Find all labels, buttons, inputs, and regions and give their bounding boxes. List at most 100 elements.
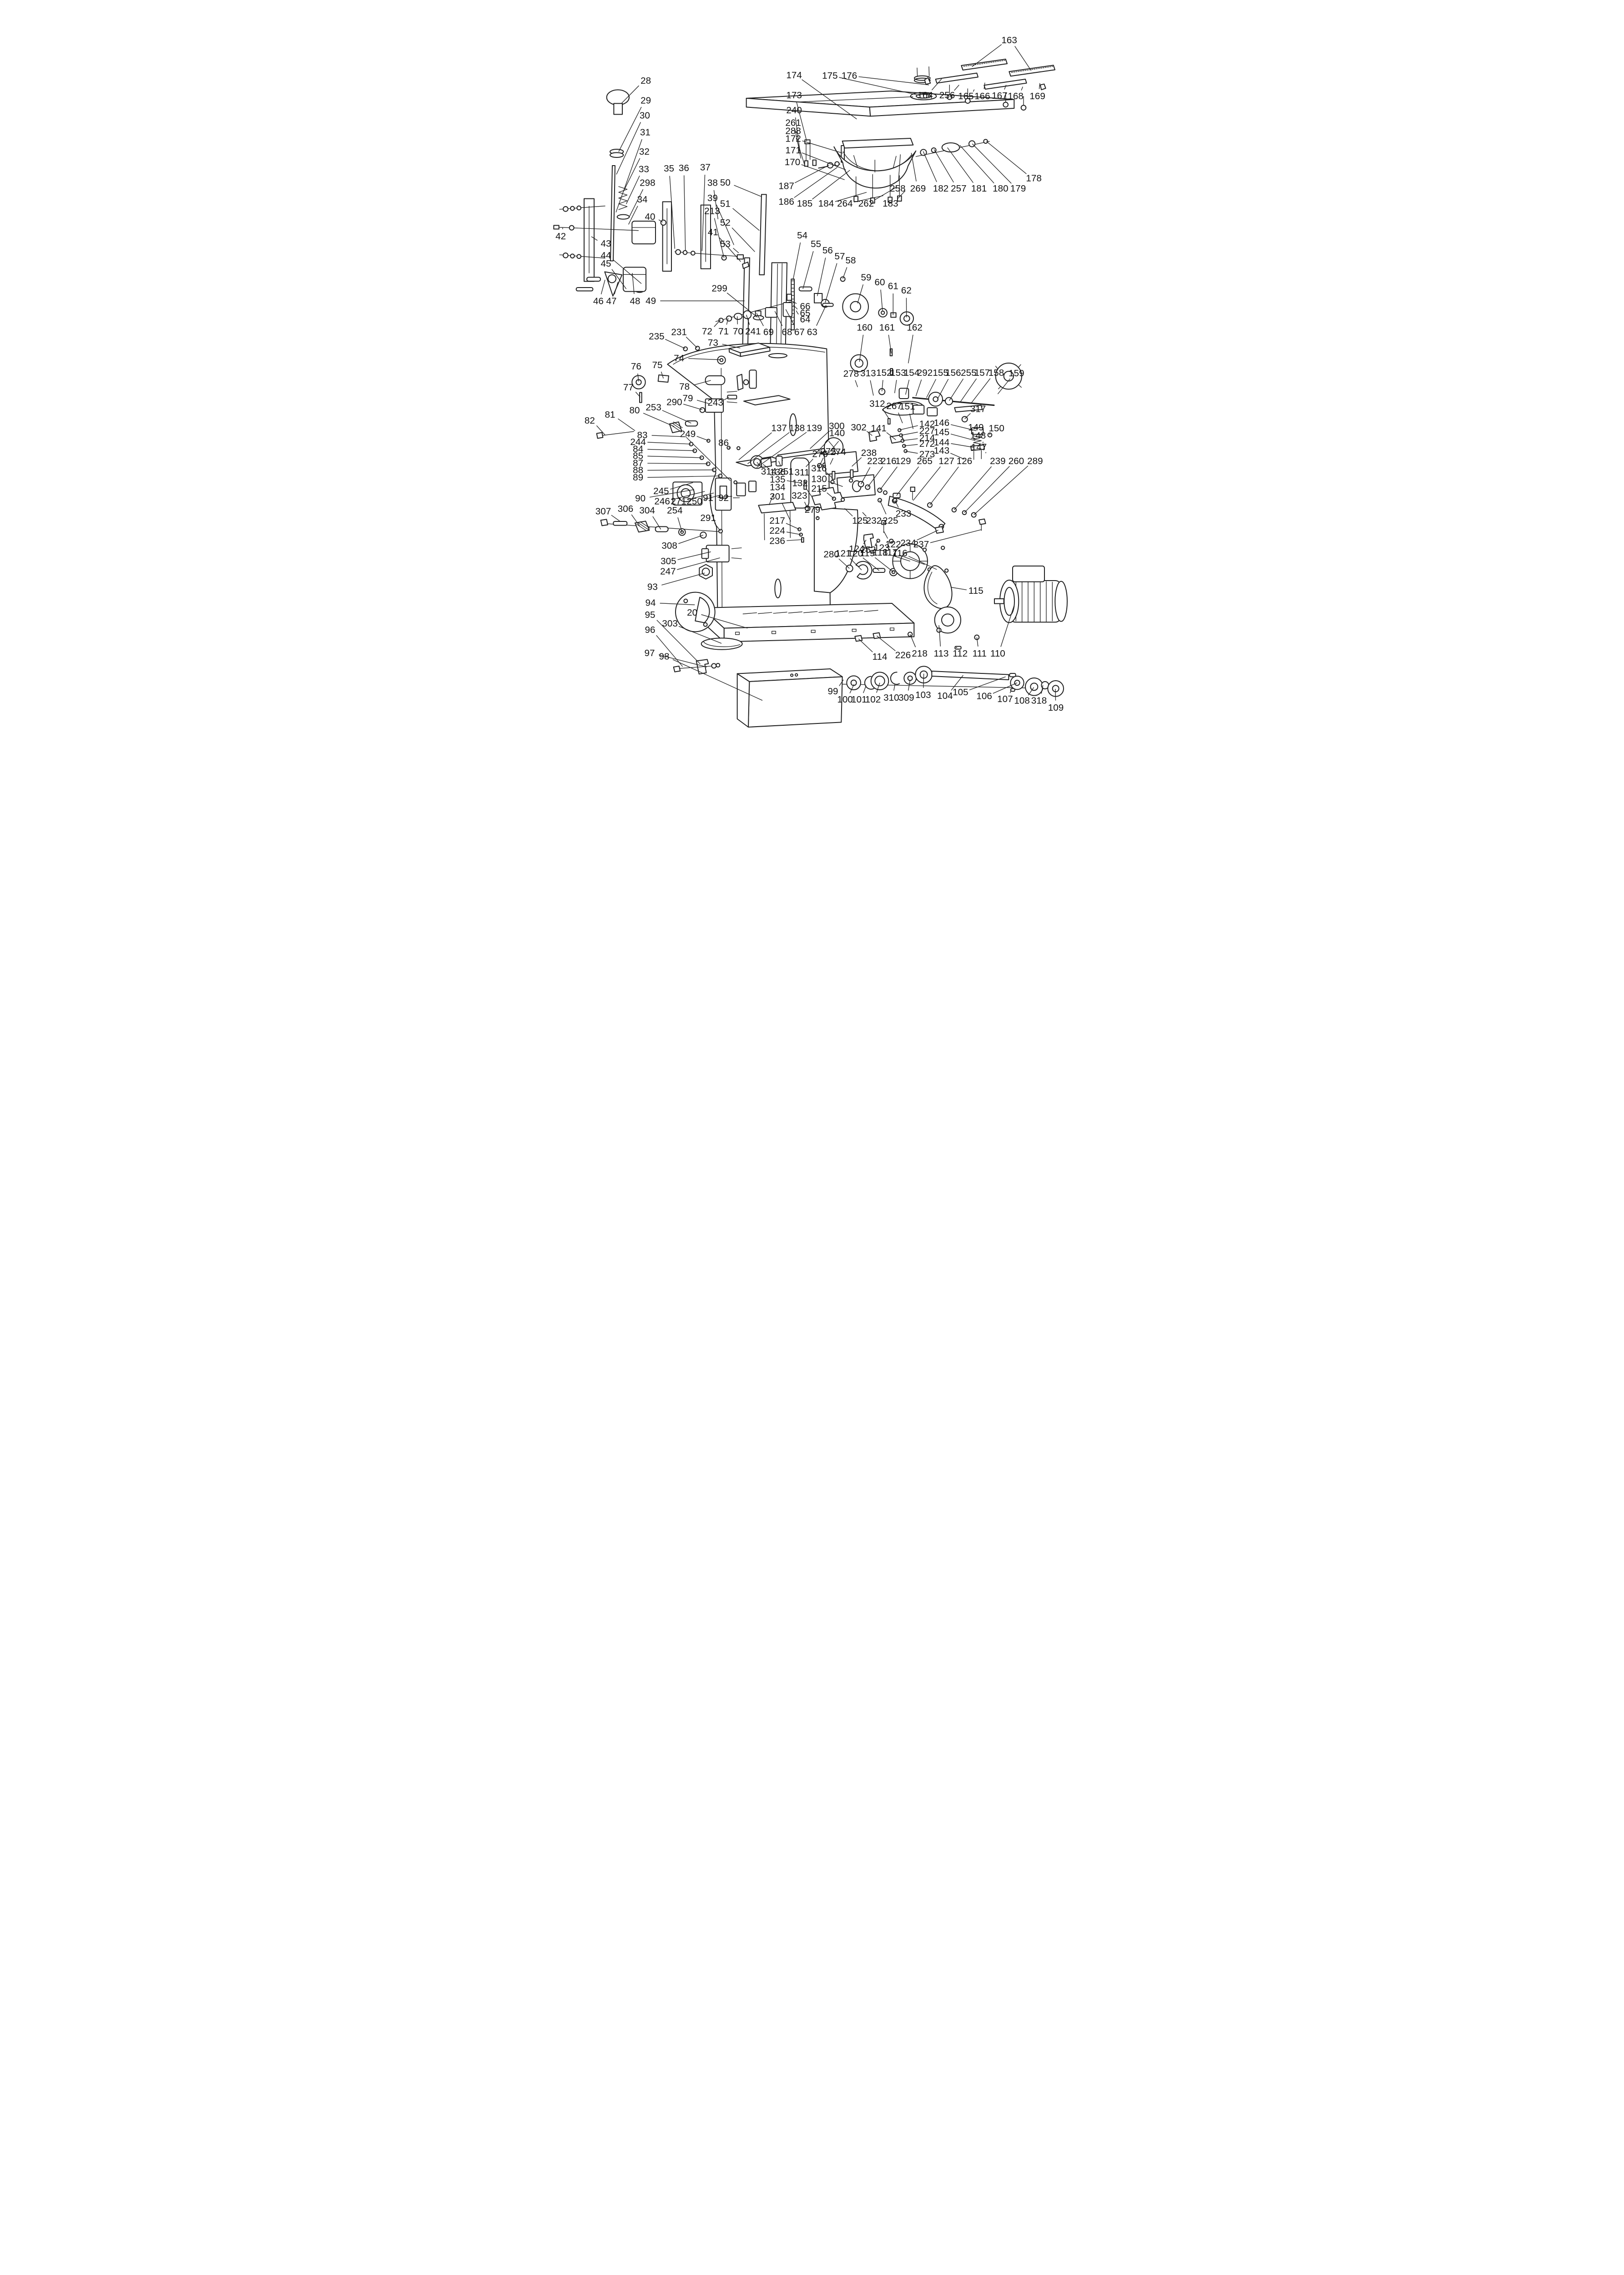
leader-line [719, 237, 741, 262]
leader-line [879, 466, 898, 490]
leader-line [954, 85, 959, 91]
part-label-150: 150 [989, 423, 1004, 434]
leader-line [929, 466, 959, 506]
leader-line [969, 676, 1006, 691]
leader-line [637, 374, 639, 382]
leader-line [756, 432, 807, 468]
leader-line [1000, 605, 1014, 647]
part-label-138: 138 [789, 423, 805, 434]
part-label-53: 53 [720, 239, 731, 249]
leader-line [898, 412, 903, 424]
part-label-111: 111 [973, 648, 987, 659]
leader-line [661, 572, 705, 586]
part-label-306: 306 [618, 504, 633, 514]
part-label-298: 298 [640, 178, 655, 188]
top-knob-parts [715, 293, 914, 326]
leader-line [804, 501, 808, 509]
part-label-171: 171 [785, 145, 801, 156]
part-label-90: 90 [635, 493, 646, 504]
part-label-57: 57 [835, 251, 845, 262]
leader-line [677, 517, 682, 532]
leader-line [600, 279, 605, 294]
leader-line [973, 465, 1029, 516]
part-label-164: 164 [917, 90, 933, 101]
part-label-114: 114 [873, 652, 888, 662]
part-label-273: 273 [919, 449, 935, 460]
part-label-55: 55 [811, 239, 821, 249]
part-label-318: 318 [1031, 696, 1047, 706]
part-label-58: 58 [846, 255, 856, 266]
leader-line [867, 466, 883, 488]
leader-line [959, 145, 994, 184]
leader-line [910, 634, 916, 647]
part-label-81: 81 [605, 410, 615, 420]
part-label-308: 308 [661, 541, 677, 551]
part-label-37: 37 [700, 162, 711, 173]
part-label-258: 258 [890, 183, 905, 194]
leader-line [960, 378, 977, 403]
leader-line [802, 79, 857, 120]
part-label-289: 289 [1027, 456, 1043, 466]
leader-line [886, 432, 896, 440]
part-label-252: 252 [860, 545, 876, 555]
leader-line [647, 455, 702, 458]
part-label-233: 233 [896, 509, 911, 519]
leader-line [621, 85, 640, 104]
part-label-34: 34 [637, 194, 648, 205]
part-label-76: 76 [631, 361, 641, 372]
leader-line [902, 438, 918, 441]
part-label-313: 313 [860, 368, 876, 379]
leader-line [911, 152, 917, 182]
leader-line [652, 516, 661, 530]
leader-line [933, 149, 954, 183]
leader-line [684, 175, 686, 251]
leader-line [825, 263, 837, 303]
part-label-136: 136 [770, 467, 785, 478]
part-label-267: 267 [886, 401, 902, 411]
leader-line [796, 102, 807, 142]
leader-line [672, 659, 763, 701]
part-label-127: 127 [938, 456, 954, 466]
part-label-236: 236 [769, 536, 785, 546]
part-label-162: 162 [907, 323, 922, 333]
part-label-72: 72 [702, 326, 712, 337]
motor-assembly [923, 565, 1068, 640]
part-label-44: 44 [601, 250, 611, 261]
leader-line [862, 557, 880, 571]
leader-line [615, 139, 642, 212]
part-label-101: 101 [851, 694, 867, 705]
leader-line [732, 208, 760, 231]
part-label-174: 174 [786, 70, 802, 81]
part-label-93: 93 [647, 582, 658, 592]
part-label-231: 231 [671, 327, 686, 338]
part-label-40: 40 [645, 212, 656, 222]
leader-line [795, 117, 800, 151]
leader-line [905, 379, 910, 395]
part-label-107: 107 [997, 694, 1013, 704]
part-label-30: 30 [640, 111, 650, 121]
part-label-54: 54 [797, 230, 807, 241]
part-label-214: 214 [919, 433, 935, 443]
leader-line [812, 170, 850, 200]
leader-line [810, 430, 830, 449]
part-label-245: 245 [653, 486, 669, 496]
leader-line [596, 425, 605, 435]
leader-line [898, 554, 925, 565]
frame-left-parts [631, 374, 737, 413]
part-label-91: 91 [703, 493, 713, 503]
leader-line [778, 461, 781, 466]
part-label-183: 183 [883, 198, 898, 209]
part-label-247: 247 [660, 566, 676, 577]
part-label-80: 80 [630, 405, 640, 416]
part-label-49: 49 [646, 296, 656, 306]
leader-line [973, 89, 975, 92]
leader-line [629, 189, 644, 217]
leader-line [894, 380, 897, 394]
part-label-244: 244 [630, 437, 646, 447]
leader-line [859, 334, 864, 362]
part-label-185: 185 [797, 198, 812, 209]
leader-line [757, 462, 762, 468]
leader-line [889, 554, 910, 561]
part-label-46: 46 [593, 296, 604, 307]
lower-left-hardware [600, 519, 742, 580]
